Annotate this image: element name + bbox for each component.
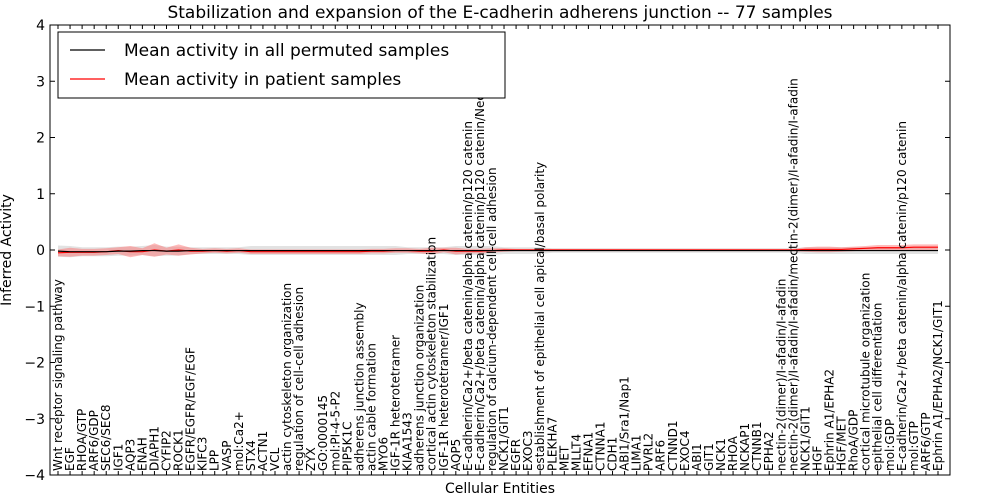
x-category-label: DIAPH1 xyxy=(147,426,161,471)
x-category-label: E-cadherin/Ca2+/beta catenin/alpha caten… xyxy=(461,121,475,471)
x-category-label: IGF1 xyxy=(111,444,125,471)
x-category-label: nectin-2(dimer)/I-afadin/I-afadin xyxy=(774,279,788,471)
x-category-label: RHOA xyxy=(726,435,740,471)
x-category-label: Ephrin A1/EPHA2/NCK1/GIT1 xyxy=(931,300,945,471)
x-category-label: Ephrin A1/EPHA2 xyxy=(823,369,837,471)
y-tick-label: −4 xyxy=(24,468,45,484)
x-category-label: PLEKHA7 xyxy=(545,417,559,471)
y-axis-label: Inferred Activity xyxy=(0,194,15,306)
x-category-label: E-cadherin/Ca2+/beta catenin/alpha caten… xyxy=(895,121,909,471)
x-category-label: ABI1/Sra1/Nap1 xyxy=(618,376,632,471)
chart-title: Stabilization and expansion of the E-cad… xyxy=(167,3,832,23)
x-category-label: nectin-2(dimer)/I-afadin/I-afadin/mectin… xyxy=(786,78,800,471)
y-tick-label: 0 xyxy=(36,243,45,259)
x-category-label: ARF6/GTP xyxy=(919,412,933,471)
x-category-label: HGF xyxy=(810,446,824,471)
x-category-label: EGFR/EGFR/EGF/EGF xyxy=(184,347,198,471)
x-category-label: GIT1 xyxy=(702,443,716,471)
x-category-label: CTNND1 xyxy=(666,420,680,471)
x-category-label: E-cadherin/Ca2+/beta catenin/alpha caten… xyxy=(473,66,487,471)
y-tick-label: −2 xyxy=(24,356,45,372)
x-category-label: CDH1 xyxy=(606,437,620,471)
x-category-label: EFNA1 xyxy=(581,432,595,471)
y-tick-label: −1 xyxy=(24,299,45,315)
x-category-label: EGFR xyxy=(509,439,523,471)
x-category-label: MYO6 xyxy=(376,437,390,471)
x-category-label: epithelial cell differentiation xyxy=(871,303,885,471)
x-category-label: actin cytoskeleton organization xyxy=(280,283,294,471)
x-category-label: AQP5 xyxy=(449,439,463,471)
x-category-label: mol:GTP xyxy=(907,421,921,471)
legend: Mean activity in all permuted samples Me… xyxy=(57,31,506,99)
y-tick-label: 4 xyxy=(36,18,45,34)
x-category-label: NCKAP1 xyxy=(738,423,752,471)
x-category-label: MET xyxy=(557,445,571,471)
x-category-label: CTNNB1 xyxy=(750,421,764,471)
x-category-label: SEC6/SEC8 xyxy=(99,405,113,471)
x-category-label: ARF6 xyxy=(654,440,668,471)
x-category-label: IGF-1R heterotetramer xyxy=(389,335,403,471)
x-category-label: NCK1/GIT1 xyxy=(798,406,812,471)
x-category-label: LIMA1 xyxy=(630,435,644,471)
x-category-label: RhoA/GDP xyxy=(847,410,861,471)
x-category-label: GO:0000145 xyxy=(316,395,330,471)
x-category-label: LPP xyxy=(208,450,222,471)
y-tick-label: 1 xyxy=(36,187,45,203)
x-category-label: ENAH xyxy=(135,437,149,471)
x-category-label: ABI1 xyxy=(690,443,704,471)
x-category-label: STX4 xyxy=(244,440,258,471)
x-category-label: EGF xyxy=(63,447,77,471)
x-category-label: establishment of epithelial cell apical/… xyxy=(533,162,547,471)
x-category-label: IGF-1R heterotetramer/IGF1 xyxy=(437,304,451,471)
x-category-label: Wnt receptor signaling pathway xyxy=(51,279,65,471)
legend-label-permuted: Mean activity in all permuted samples xyxy=(124,41,449,61)
x-category-label: VCL xyxy=(268,447,282,471)
x-category-label: NCK1/GIT1 xyxy=(497,406,511,471)
x-category-label: ARF6/GDP xyxy=(87,410,101,471)
x-category-label: mol:PI-4-5-P2 xyxy=(328,391,342,471)
x-category-label: PVRL2 xyxy=(642,433,656,471)
legend-frame xyxy=(57,31,506,99)
x-category-label: KIAA1543 xyxy=(401,412,415,471)
x-category-label: ACTN1 xyxy=(256,431,270,471)
permuted-mean-line xyxy=(57,249,938,253)
x-category-label: mol:GDP xyxy=(883,419,897,471)
x-category-label: NCK1 xyxy=(714,438,728,471)
x-category-label: ROCK1 xyxy=(172,429,186,471)
x-category-label: KIFC3 xyxy=(196,437,210,471)
x-category-label: regulation of cell-cell adhesion xyxy=(292,287,306,471)
x-category-label: ZYX xyxy=(304,447,318,471)
x-category-label: RHOA/GTP xyxy=(75,409,89,471)
x-category-label: EPHA2 xyxy=(762,431,776,471)
y-tick-label: 3 xyxy=(36,74,45,90)
x-category-label: actin cable formation xyxy=(364,343,378,471)
x-category-label: adherens junction assembly xyxy=(352,302,366,471)
x-category-label: cortical actin cytoskeleton stabilizatio… xyxy=(425,237,439,471)
x-category-label: CYFIP2 xyxy=(159,430,173,471)
x-category-label: PIP5K1C xyxy=(340,421,354,471)
x-category-label: CTNNA1 xyxy=(593,421,607,471)
x-category-label: cortical microtubule organization xyxy=(859,273,873,471)
x-category-label: EXOC3 xyxy=(521,431,535,472)
x-category-label: EXOC4 xyxy=(678,431,692,472)
x-category-label: regulation of calcium-dependent cell-cel… xyxy=(485,167,499,471)
x-category-label: HGF/MET xyxy=(835,416,849,471)
y-tick-label: 2 xyxy=(36,131,45,147)
x-category-label: VASP xyxy=(220,440,234,471)
x-category-label: MLLT4 xyxy=(569,434,583,471)
legend-label-patient: Mean activity in patient samples xyxy=(124,70,401,90)
x-category-label: AQP3 xyxy=(123,439,137,471)
x-category-label: adherens junction organization xyxy=(413,285,427,471)
y-tick-label: −3 xyxy=(24,412,45,428)
x-axis-label: Cellular Entities xyxy=(445,481,555,497)
x-category-label: mol:Ca2+ xyxy=(232,411,246,471)
